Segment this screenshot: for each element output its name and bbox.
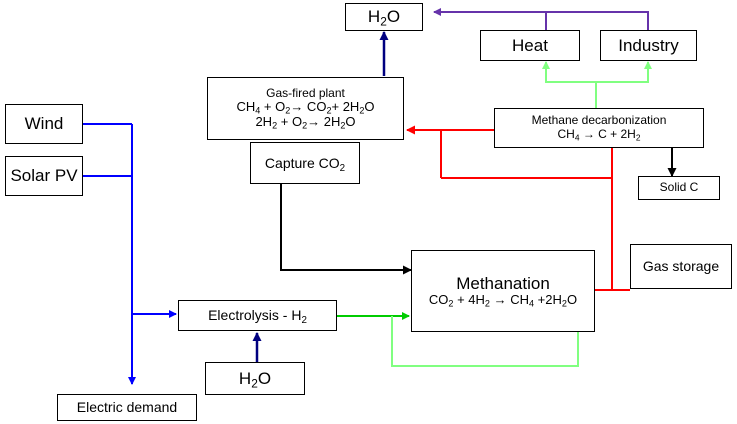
gas-fired-plant-box: Gas-fired plant CH4 + O2→ CO2+ 2H2O 2H2 … (207, 77, 404, 140)
heat-to-h2o (433, 8, 547, 30)
electricity-flows (83, 123, 177, 385)
capture-co2-box: Capture CO2 (250, 142, 360, 184)
hydrogen-combustion-equation: 2H2 + O2→ 2H2O (255, 114, 356, 132)
electric-demand-box: Electric demand (57, 394, 197, 421)
methanation-box: Methanation CO2 + 4H2 → CH4 +2H2O (411, 250, 595, 332)
h2o-input-box: H2O (205, 362, 305, 395)
methane-flows (406, 125, 630, 291)
solid-c-box: Solid C (638, 176, 720, 200)
to-heat (542, 61, 596, 83)
electrolysis-box: Electrolysis - H2 (178, 300, 337, 331)
solar-pv-box: Solar PV (5, 156, 83, 196)
wind-box: Wind (5, 104, 83, 144)
carbon-flows (280, 148, 677, 275)
methanation-equation: CO2 + 4H2 → CH4 +2H2O (428, 292, 578, 310)
gas-storage-box: Gas storage (630, 244, 732, 289)
methane-decarbonization-box: Methane decarbonization CH4 → C + 2H2 (494, 108, 704, 148)
industry-box: Industry (600, 30, 697, 61)
combustion-equation: CH4 + O2→ CO2+ 2H2O (236, 99, 375, 117)
capture-to-methanation (280, 184, 412, 275)
heat-box: Heat (480, 30, 580, 61)
to-industry (596, 61, 652, 83)
decarbonization-equation: CH4 → C + 2H2 (557, 127, 641, 143)
heat-industry-flows (433, 8, 649, 30)
h2o-output-box: H2O (345, 3, 423, 31)
industry-to-heat-link (546, 11, 649, 30)
decarb-to-heat-industry (542, 61, 652, 108)
